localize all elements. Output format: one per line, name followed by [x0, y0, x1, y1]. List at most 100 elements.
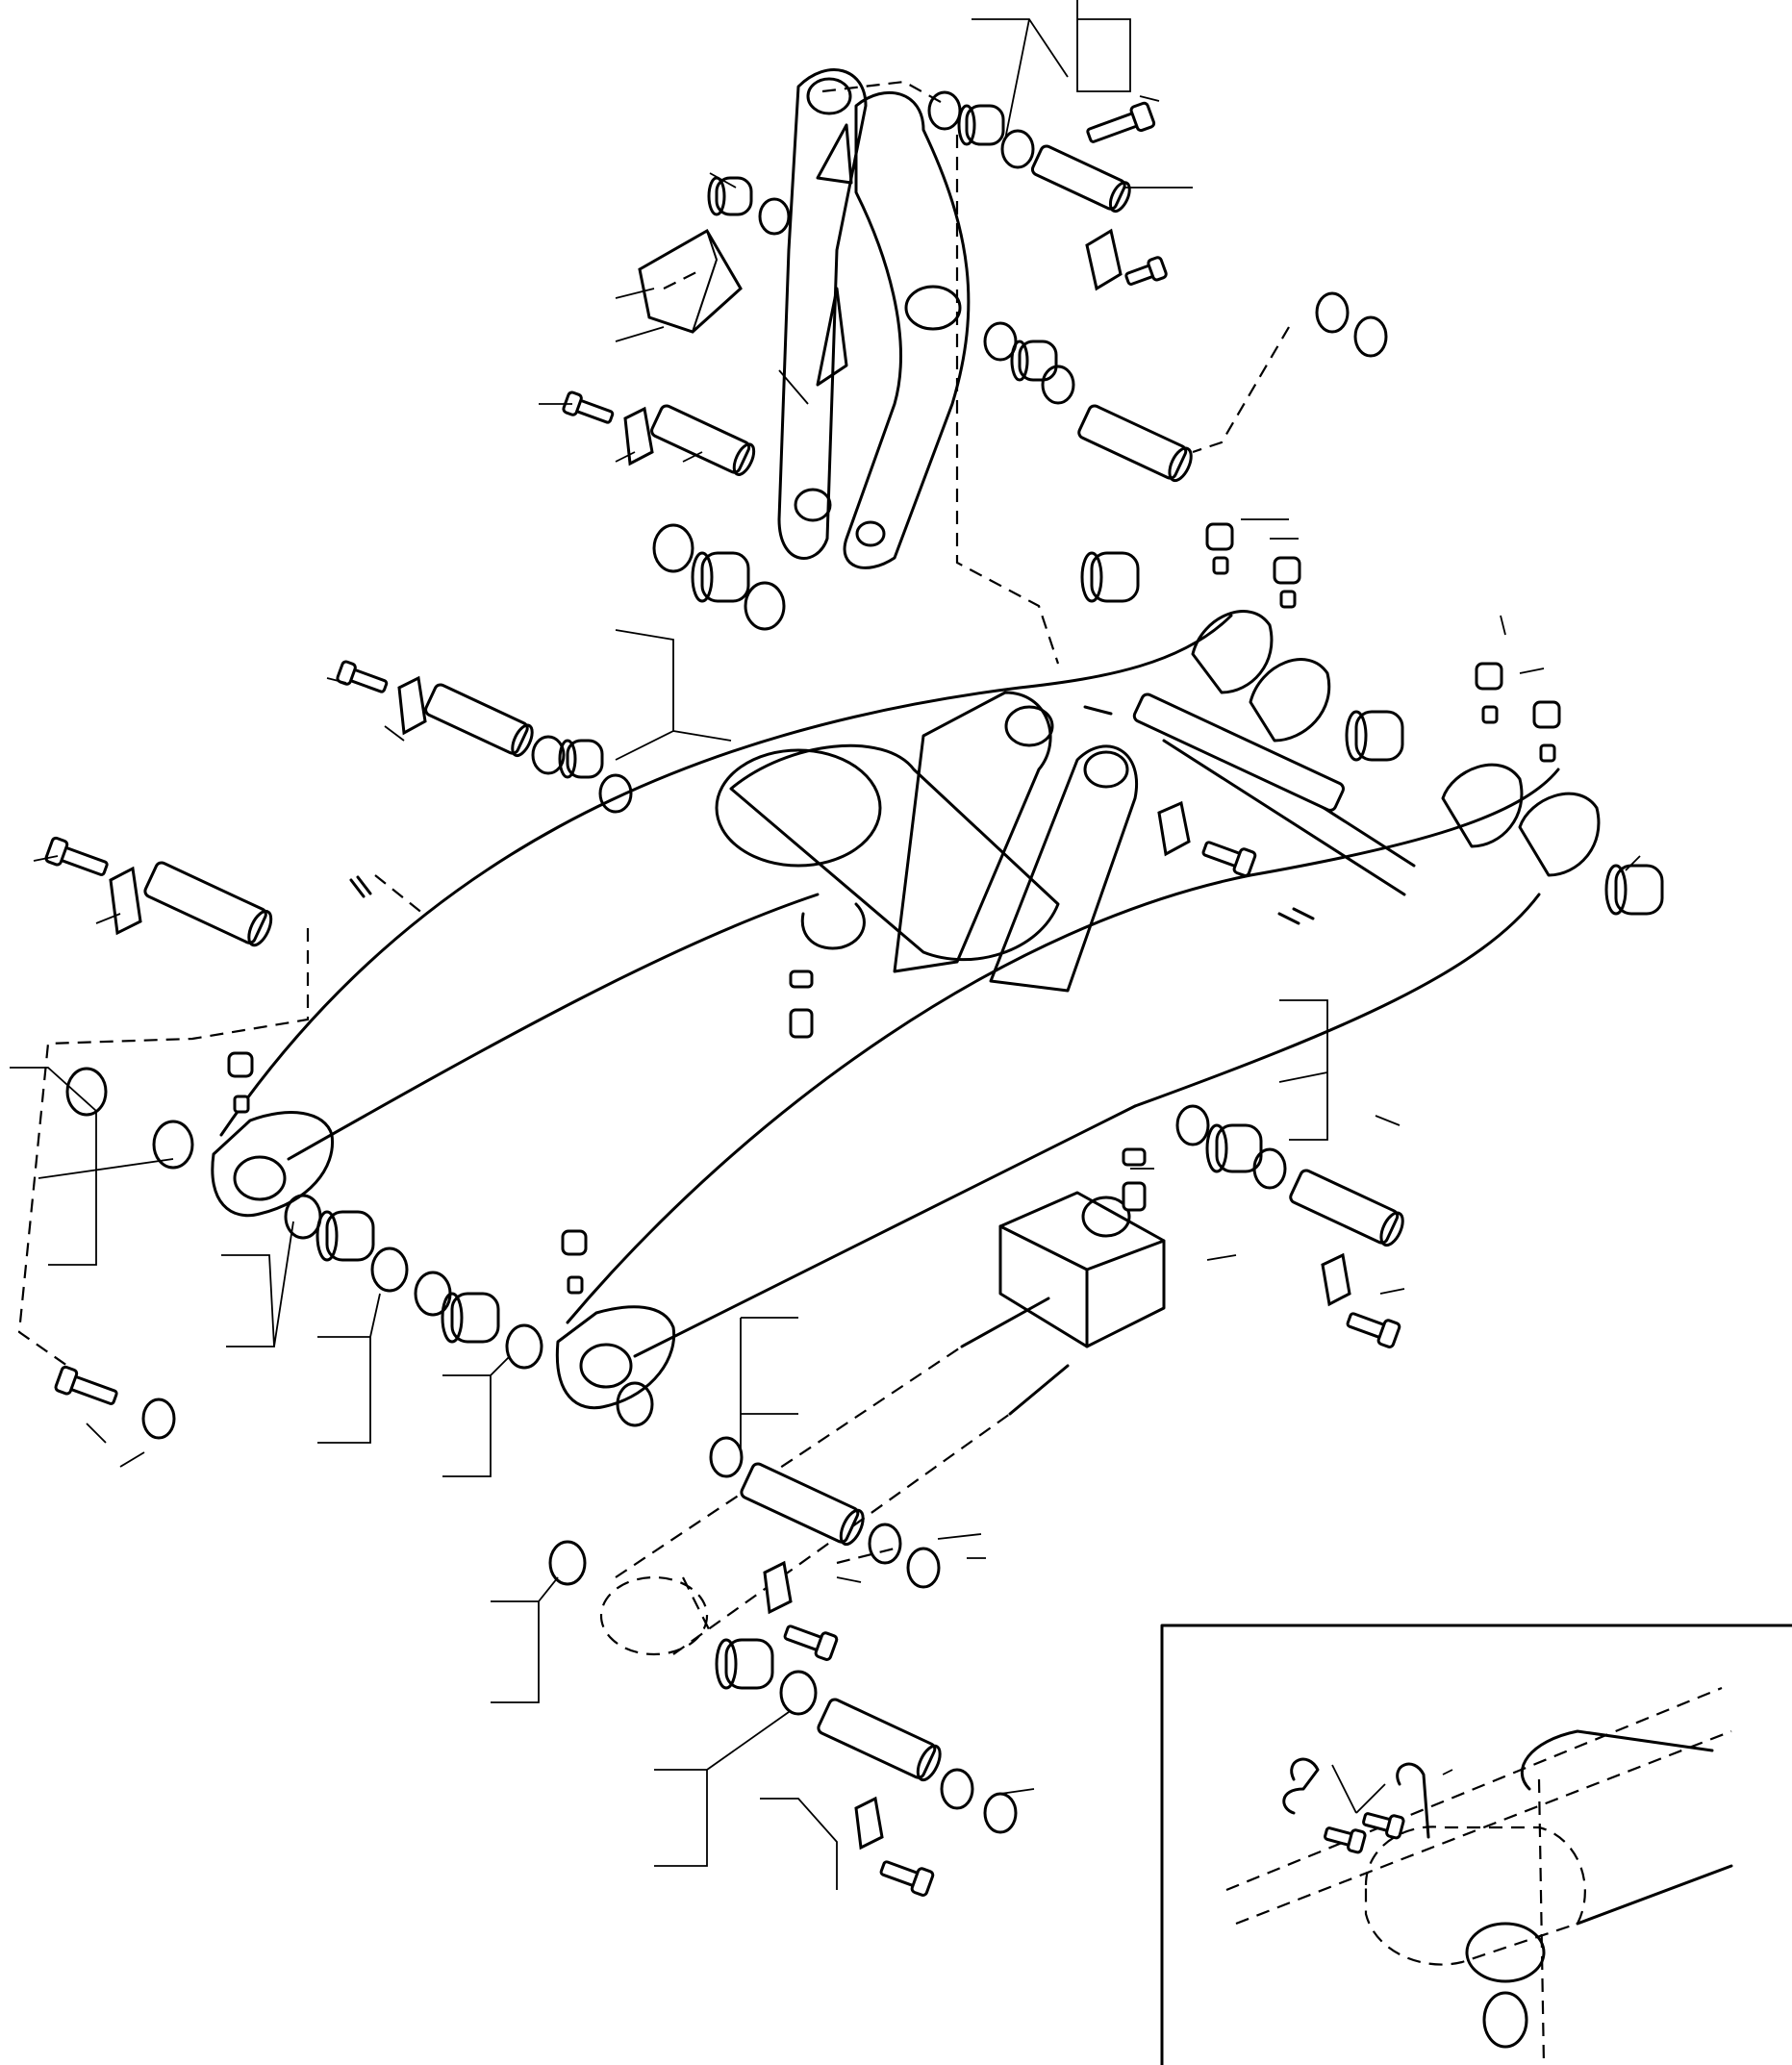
bolt — [44, 836, 109, 876]
cylinder-rod — [960, 1297, 1070, 1416]
right-arm-nose — [555, 1305, 676, 1410]
dowel-pins — [349, 705, 1315, 925]
seal-ring — [1353, 315, 1388, 358]
bushing — [1080, 551, 1140, 603]
seal-ring — [940, 1768, 974, 1810]
seal-ring — [906, 1547, 941, 1589]
stop-block — [638, 228, 743, 334]
bushing — [441, 1292, 500, 1344]
lift-cylinder — [599, 1191, 1166, 1656]
seal-ring — [141, 1398, 176, 1440]
lock-plate — [1157, 800, 1191, 857]
tilt-lever-right-plate — [843, 90, 971, 569]
left-arm-nose-bore — [233, 1155, 287, 1201]
seal-ring — [709, 1436, 744, 1478]
inset-frame — [1160, 1624, 1792, 2065]
right-arm-lower-edge — [633, 1104, 1137, 1358]
pin — [424, 683, 534, 758]
tilt-lever-top-bore — [806, 77, 852, 115]
seal-ring — [1252, 1147, 1287, 1190]
tilt-lever-left-plate — [777, 68, 868, 560]
left-arm-nose — [211, 1111, 335, 1218]
seal-ring — [152, 1120, 194, 1170]
lock-plates — [109, 228, 1351, 1851]
loader-arm-frame — [211, 610, 1601, 1410]
seal-ring — [758, 197, 791, 236]
tilt-lever — [777, 68, 971, 569]
bolt — [879, 1860, 935, 1897]
bushing — [1205, 1123, 1263, 1173]
pin — [740, 1462, 865, 1547]
bushing — [558, 739, 604, 779]
grease-cap — [1532, 700, 1561, 763]
grease-cap — [789, 970, 814, 1039]
seal-ring — [927, 90, 962, 131]
center-bracket-bore-1 — [1004, 705, 1054, 747]
seal-ring — [1041, 365, 1075, 405]
bolt — [54, 1365, 118, 1405]
left-arm-top-edge — [219, 614, 1233, 1137]
pin — [1132, 693, 1345, 812]
seal-ring — [370, 1247, 409, 1293]
lock-plate — [854, 1796, 884, 1851]
bushing — [1604, 864, 1664, 916]
seal-ring — [868, 1523, 902, 1565]
bolt — [1086, 101, 1156, 143]
seal-rings — [65, 90, 1388, 1834]
grease-cap — [1475, 662, 1503, 724]
grease-cap — [1122, 1147, 1147, 1212]
inset-spring-clip-right — [1396, 1762, 1430, 1839]
lock-plate — [623, 406, 654, 466]
pin — [817, 1698, 942, 1782]
bushing — [707, 176, 753, 216]
right-arm-top-edge — [566, 768, 1560, 1324]
cross-tube-end — [715, 748, 882, 868]
bushings — [315, 104, 1664, 1690]
bushing — [715, 1638, 774, 1690]
inset-bolt — [1362, 1812, 1405, 1840]
pin — [1077, 404, 1193, 483]
center-bracket-right — [989, 744, 1138, 993]
center-bracket-bore-2 — [1083, 750, 1129, 789]
lock-plate — [397, 675, 427, 736]
seal-ring — [652, 523, 694, 573]
seal-ring — [1315, 291, 1350, 334]
bushing — [315, 1210, 375, 1262]
bushing — [691, 551, 750, 603]
seal-ring — [284, 1194, 322, 1240]
seal-ring — [548, 1540, 587, 1586]
inset-bolt — [1324, 1826, 1367, 1854]
center-bracket-left — [893, 691, 1052, 973]
left-arm-lower-edge — [287, 893, 820, 1161]
bushing — [957, 104, 1005, 146]
grease-cap — [227, 1051, 254, 1114]
detail-inset — [1160, 1624, 1792, 2065]
lock-plate — [109, 866, 142, 936]
seal-ring — [598, 773, 633, 814]
pins — [143, 144, 1404, 1782]
seal-ring — [1175, 1104, 1210, 1146]
bushing — [1010, 340, 1058, 382]
tilt-lever-bottom-bore-2 — [855, 520, 886, 547]
pin — [650, 404, 756, 476]
seal-ring — [531, 735, 566, 775]
rear-ear-right-arm-2 — [1518, 792, 1601, 877]
pin — [143, 861, 273, 947]
rear-ear-right — [1249, 658, 1331, 743]
lock-plate — [1085, 228, 1123, 291]
seal-ring — [983, 1792, 1018, 1834]
seal-ring — [744, 581, 786, 631]
pin — [1030, 144, 1131, 214]
grease-cap — [1205, 522, 1234, 575]
tilt-lever-bottom-bore — [794, 488, 832, 522]
pin — [1289, 1169, 1404, 1247]
grease-cap — [1273, 556, 1301, 609]
right-arm-inner-edge — [1133, 893, 1541, 1108]
bolt — [1124, 256, 1168, 286]
bushing — [1345, 710, 1404, 762]
rear-ear-right-arm — [1441, 763, 1524, 848]
leader-lines — [10, 0, 1641, 1890]
seal-ring — [616, 1381, 654, 1427]
